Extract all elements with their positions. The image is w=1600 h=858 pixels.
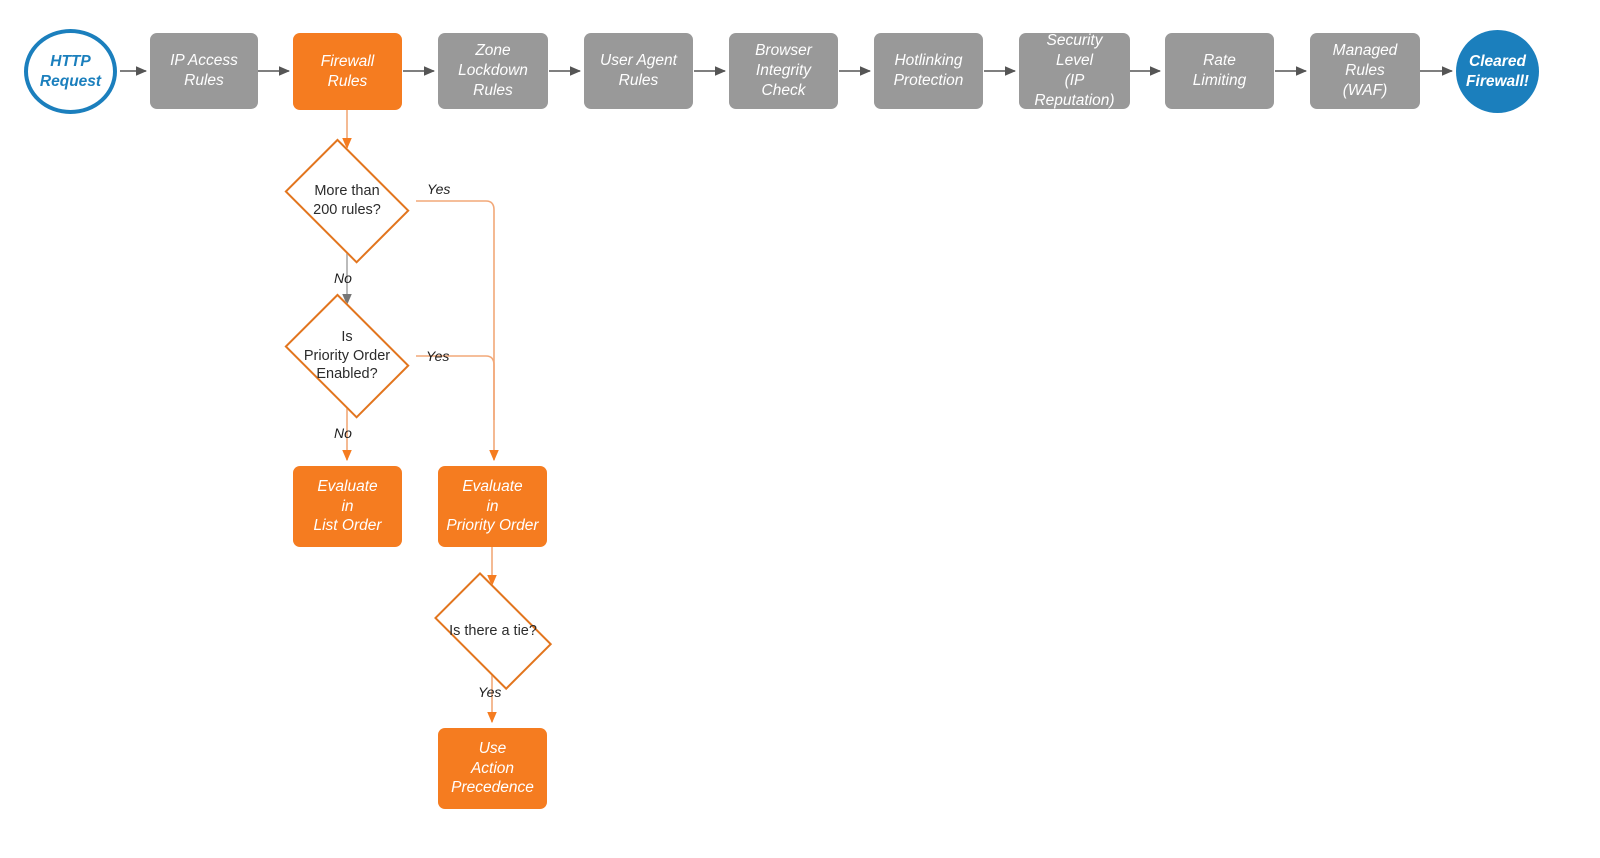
node-rate-limiting[interactable]: Rate Limiting xyxy=(1165,33,1274,109)
decision-label: More than 200 rules? xyxy=(313,183,381,218)
edge-label-more-than-200-no: No xyxy=(334,270,352,286)
decision-label: Is there a tie? xyxy=(449,622,537,639)
node-cleared-firewall[interactable]: Cleared Firewall! xyxy=(1456,30,1539,113)
node-evaluate-in-priority-order[interactable]: Evaluate in Priority Order xyxy=(438,466,547,547)
node-managed-rules-waf[interactable]: Managed Rules (WAF) xyxy=(1310,33,1420,109)
decision-is-priority-order-enabled[interactable]: Is Priority Order Enabled? xyxy=(275,293,419,419)
node-evaluate-in-list-order[interactable]: Evaluate in List Order xyxy=(293,466,402,547)
edge-label-tie-yes: Yes xyxy=(478,684,502,700)
node-security-level[interactable]: Security Level (IP Reputation) xyxy=(1019,32,1130,109)
node-http-request[interactable]: HTTP Request xyxy=(24,29,117,114)
node-zone-lockdown-rules[interactable]: Zone Lockdown Rules xyxy=(438,33,548,109)
decision-more-than-200-rules[interactable]: More than 200 rules? xyxy=(275,138,419,264)
node-hotlinking-protection[interactable]: Hotlinking Protection xyxy=(874,33,983,109)
edge-label-priority-order-yes: Yes xyxy=(426,348,450,364)
decision-label: Is Priority Order Enabled? xyxy=(303,328,391,383)
edge-label-priority-order-no: No xyxy=(334,425,352,441)
decision-is-there-a-tie[interactable]: Is there a tie? xyxy=(421,572,565,690)
node-firewall-rules[interactable]: Firewall Rules xyxy=(293,33,402,110)
node-user-agent-rules[interactable]: User Agent Rules xyxy=(584,33,693,109)
edge-priority-order-yes xyxy=(416,355,495,420)
node-browser-integrity-check[interactable]: Browser Integrity Check xyxy=(729,33,838,109)
node-ip-access-rules[interactable]: IP Access Rules xyxy=(150,33,258,109)
node-use-action-precedence[interactable]: Use Action Precedence xyxy=(438,728,547,809)
edge-label-more-than-200-yes: Yes xyxy=(427,181,451,197)
edge-more-than-200-yes xyxy=(416,200,499,462)
